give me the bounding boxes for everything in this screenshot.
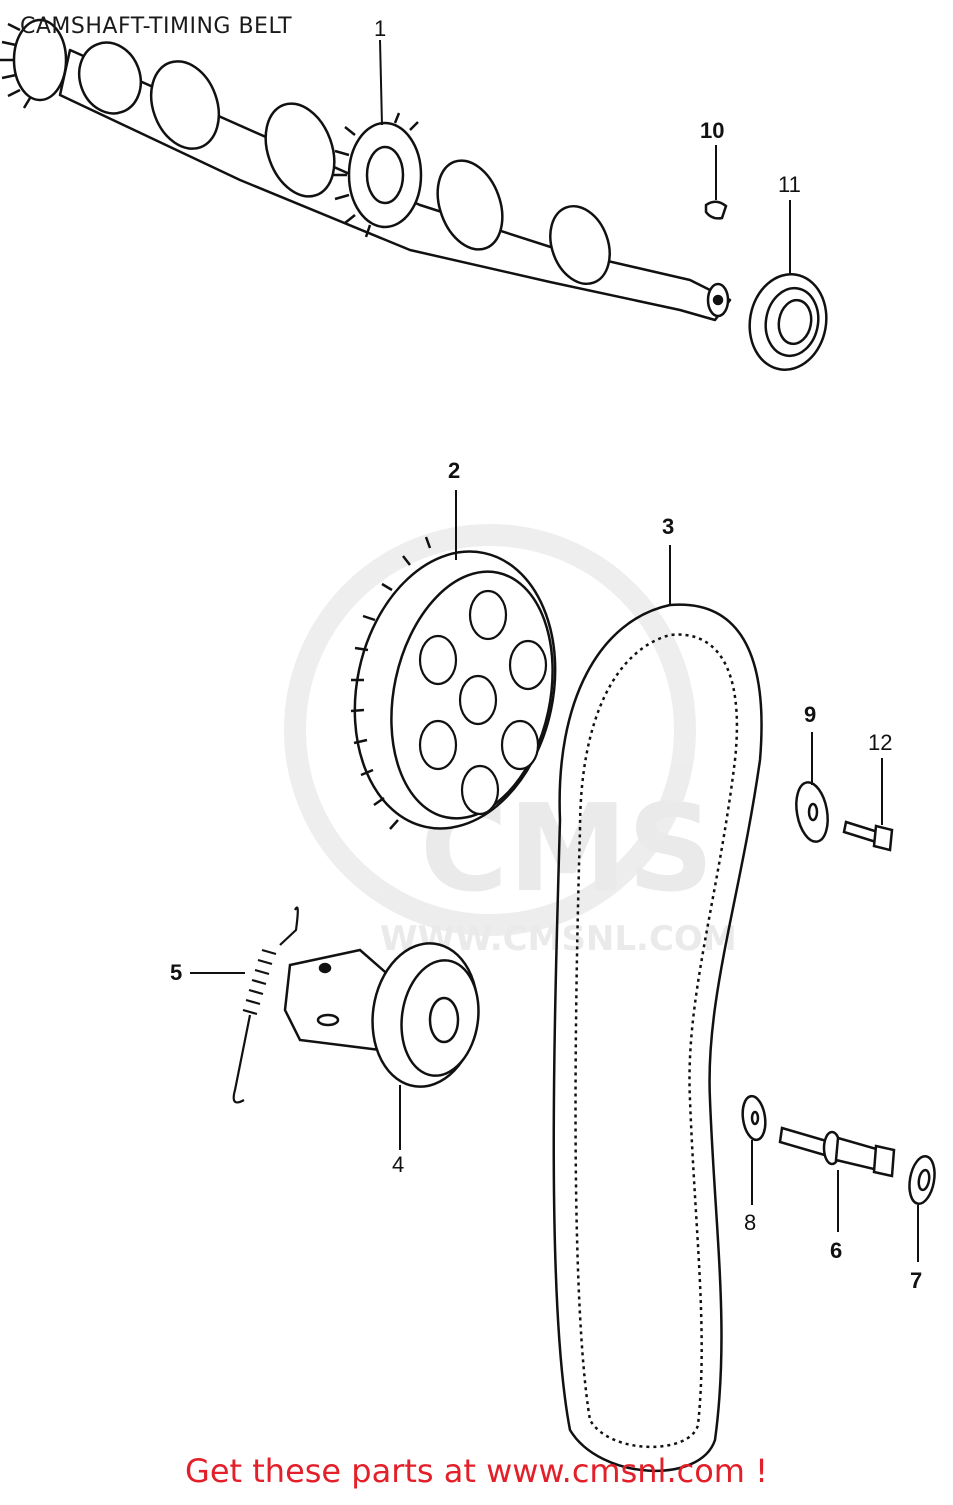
tensioner bbox=[283, 942, 480, 1088]
bolt-12 bbox=[842, 820, 894, 852]
callout-9: 9 bbox=[804, 702, 816, 727]
callout-3: 3 bbox=[662, 514, 674, 539]
footer-link-text[interactable]: Get these parts at www.cmsnl.com ! bbox=[185, 1452, 768, 1490]
callout-10: 10 bbox=[700, 118, 724, 143]
tensioner-spring bbox=[232, 906, 299, 1104]
timing-gear bbox=[350, 536, 557, 830]
callout-11: 11 bbox=[778, 172, 801, 197]
timing-belt bbox=[552, 603, 763, 1473]
camshaft bbox=[0, 18, 732, 322]
callout-12: 12 bbox=[868, 730, 892, 755]
callout-5: 5 bbox=[170, 960, 182, 985]
callouts: 1 2 3 4 5 6 7 8 9 10 11 12 bbox=[170, 16, 922, 1293]
callout-7: 7 bbox=[910, 1268, 922, 1293]
callout-8: 8 bbox=[744, 1210, 756, 1235]
callout-4: 4 bbox=[392, 1152, 404, 1177]
bolt-6 bbox=[778, 1126, 896, 1178]
callout-6: 6 bbox=[830, 1238, 842, 1263]
callout-1: 1 bbox=[374, 16, 386, 41]
diagram-title: CAMSHAFT-TIMING BELT bbox=[20, 14, 293, 39]
washer-8 bbox=[741, 1094, 767, 1142]
callout-2: 2 bbox=[448, 458, 460, 483]
woodruff-key bbox=[704, 200, 728, 220]
oil-seal bbox=[748, 273, 828, 371]
washer-7 bbox=[908, 1155, 936, 1205]
leader-lines bbox=[190, 39, 919, 1262]
washer-9 bbox=[795, 781, 829, 843]
